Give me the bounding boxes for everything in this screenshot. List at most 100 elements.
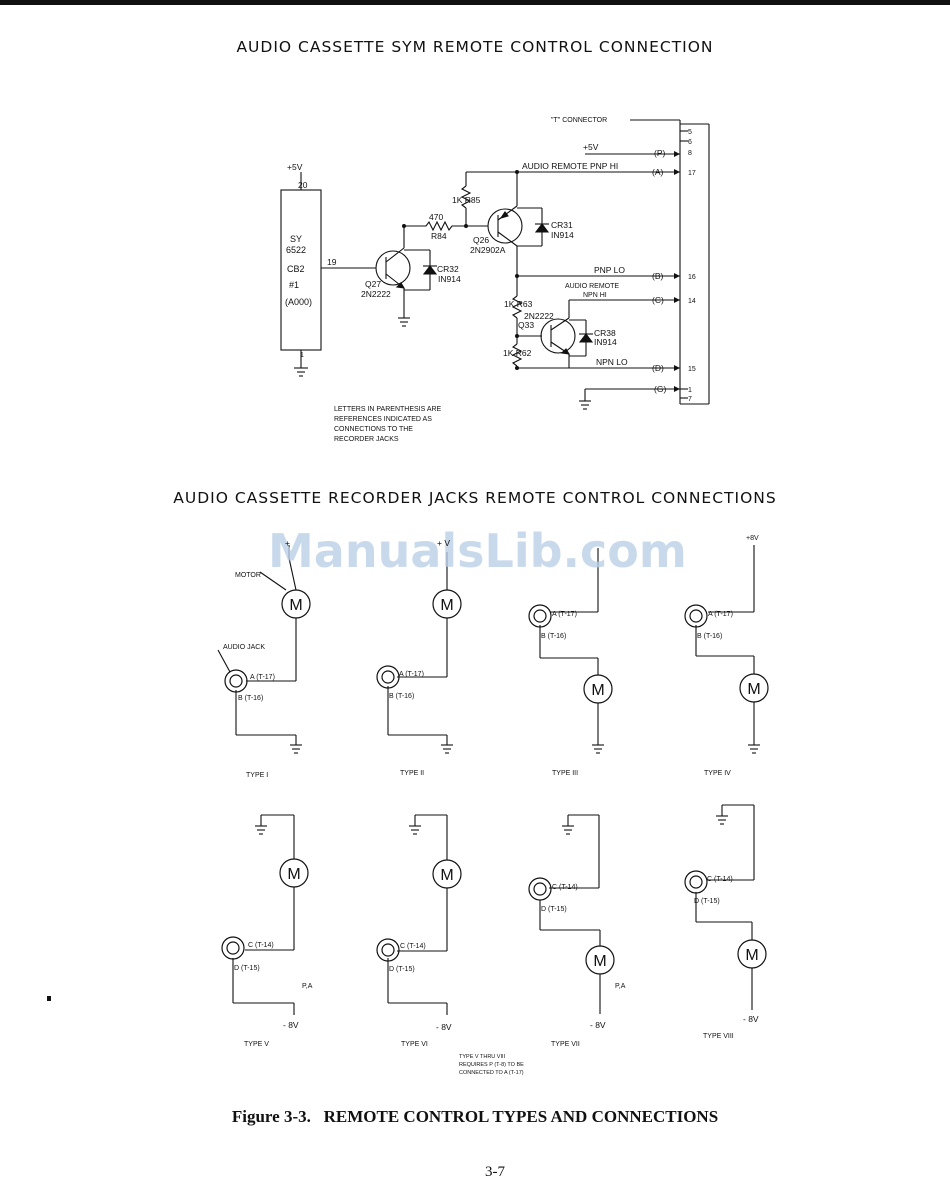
motor-icon: [739, 673, 769, 703]
label-cr38-part: IN914: [594, 337, 617, 347]
figure-caption: Figure 3-3. REMOTE CONTROL TYPES AND CON…: [0, 1107, 950, 1127]
audio-jack-inner-icon: [381, 943, 395, 957]
connector-pin-8: 8: [688, 150, 692, 157]
audio-jack-inner-icon: [229, 674, 243, 688]
connector-pin-5: 5: [688, 129, 692, 136]
label-type3-a: A (T-17): [552, 611, 577, 618]
label-audio-remote: AUDIO REMOTE: [565, 283, 619, 290]
label-type-3: TYPE III: [552, 770, 578, 777]
motor-label: M: [440, 867, 453, 884]
label-q26-part: 2N2902A: [470, 245, 506, 255]
label-q27-part: 2N2222: [361, 289, 391, 299]
label-type-6: TYPE VI: [401, 1041, 428, 1048]
label-type-4: TYPE IV: [704, 770, 731, 777]
label-type1-plus: +: [285, 538, 290, 548]
label-r63: 1K R63: [504, 299, 533, 309]
schematic-note-line-1: LETTERS IN PARENTHESIS ARE: [334, 406, 442, 413]
label-type-2: TYPE II: [400, 770, 424, 777]
figure-title: REMOTE CONTROL TYPES AND CONNECTIONS: [323, 1107, 719, 1126]
audio-jack-icon: [224, 669, 248, 693]
page-number: 3-7: [485, 1164, 505, 1180]
label-type7-d: D (T-15): [541, 906, 567, 913]
label-chip-6522: 6522: [286, 245, 306, 255]
label-type-7: TYPE VII: [551, 1041, 580, 1048]
label-type5-d: D (T-15): [234, 965, 260, 972]
label-plus5v-right: +5V: [583, 142, 599, 152]
transistor-q27: [375, 250, 411, 286]
label-type1-a: A (T-17): [250, 674, 275, 681]
label-type8-minus8v: - 8V: [743, 1014, 759, 1024]
label-type-1: TYPE I: [246, 772, 268, 779]
audio-jack-inner-icon: [533, 882, 547, 896]
label-cr31-part: IN914: [551, 230, 574, 240]
label-type1-b: B (T-16): [238, 695, 263, 702]
label-chip-addr: (A000): [285, 297, 312, 307]
motor-label: M: [591, 682, 604, 699]
label-q33: Q33: [518, 320, 534, 330]
audio-jack-icon: [528, 877, 552, 901]
label-type6-d: D (T-15): [389, 966, 415, 973]
label-type4-plus8v: +8V: [746, 535, 759, 542]
label-type5-pa: P,A: [302, 983, 313, 990]
title-recorder-jacks: AUDIO CASSETTE RECORDER JACKS REMOTE CON…: [173, 489, 777, 507]
label-type6-minus8v: - 8V: [436, 1022, 452, 1032]
label-type6-c: C (T-14): [400, 943, 426, 950]
label-type8-d: D (T-15): [694, 898, 720, 905]
motor-icon: [279, 858, 309, 888]
label-q33-part: 2N2222: [524, 311, 554, 321]
audio-jack-icon: [528, 604, 552, 628]
label-type-5: TYPE V: [244, 1041, 269, 1048]
jacks-note-line-2: REQUIRES P (T-8) TO BE: [459, 1062, 524, 1068]
motor-icon: [432, 859, 462, 889]
label-npn-lo: NPN LO: [596, 357, 628, 367]
label-chip-sy: SY: [290, 234, 302, 244]
label-q27: Q27: [365, 279, 381, 289]
label-type8-c: C (T-14): [707, 876, 733, 883]
tag-p: (P): [654, 148, 666, 158]
label-type5-c: C (T-14): [248, 942, 274, 949]
label-audio-jack: AUDIO JACK: [223, 644, 265, 651]
watermark: ManualsLib.com: [268, 524, 687, 578]
audio-jack-icon: [684, 604, 708, 628]
schematic-note-line-2: REFERENCES INDICATED AS: [334, 416, 432, 423]
label-type2-a: A (T-17): [399, 671, 424, 678]
tag-g: (G): [654, 384, 666, 394]
transistor-q26: [487, 208, 523, 244]
margin-mark: [47, 996, 51, 1001]
tag-a: (A): [652, 167, 664, 177]
connector-pin-16: 16: [688, 274, 696, 281]
motor-icon: [583, 674, 613, 704]
motor-icon: [737, 939, 767, 969]
tag-c: (C): [652, 295, 664, 305]
label-cr32: CR32: [437, 264, 459, 274]
label-type7-c: C (T-14): [552, 884, 578, 891]
label-t-connector: "T" CONNECTOR: [551, 117, 607, 124]
motor-icon: [432, 589, 462, 619]
label-type4-a: A (T-17): [708, 611, 733, 618]
audio-jack-icon: [376, 665, 400, 689]
label-r84: R84: [431, 231, 447, 241]
label-audio-remote-pnp-hi: AUDIO REMOTE PNP HI: [522, 161, 618, 171]
connector-pin-7: 7: [688, 396, 692, 403]
tag-d: (D): [652, 363, 664, 373]
title-sym-remote-control: AUDIO CASSETTE SYM REMOTE CONTROL CONNEC…: [236, 38, 714, 56]
label-cr31: CR31: [551, 220, 573, 230]
motor-label: M: [593, 953, 606, 970]
audio-jack-icon: [684, 870, 708, 894]
label-pin19: 19: [327, 257, 337, 267]
transistor-q33: [540, 318, 576, 354]
connector-pin-14: 14: [688, 298, 696, 305]
audio-jack-icon: [376, 938, 400, 962]
label-type4-b: B (T-16): [697, 633, 722, 640]
label-chip-index: #1: [289, 280, 299, 290]
connector-pin-15: 15: [688, 366, 696, 373]
label-type5-minus8v: - 8V: [283, 1020, 299, 1030]
schematic-note-line-4: RECORDER JACKS: [334, 436, 399, 443]
motor-icon: [585, 945, 615, 975]
motor-label: M: [289, 597, 302, 614]
tag-b: (B): [652, 271, 664, 281]
label-type-8: TYPE VIII: [703, 1033, 734, 1040]
label-r84-value: 470: [429, 212, 443, 222]
audio-jack-inner-icon: [689, 609, 703, 623]
